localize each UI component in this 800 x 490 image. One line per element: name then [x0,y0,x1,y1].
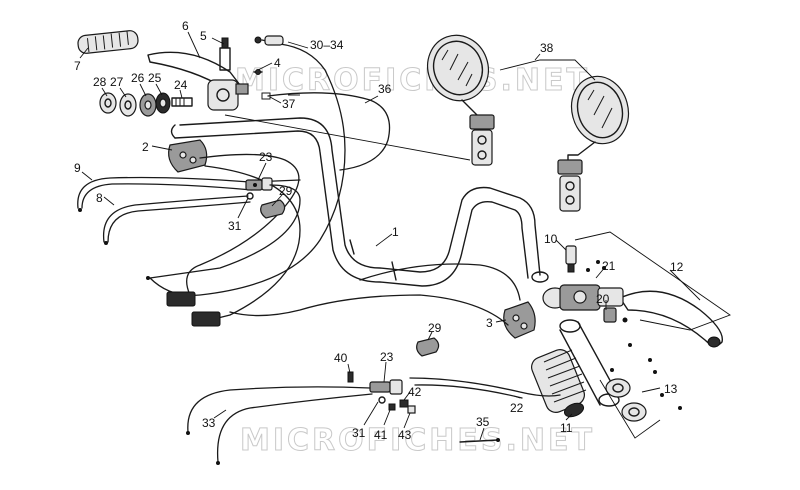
callout-28: 28 [93,75,107,89]
screw-part-40 [347,371,354,383]
brake-lever-part-12 [619,290,724,348]
watermark-bottom: MICROFICHES.NET [240,423,595,458]
mirror-left-part-38 [427,34,495,166]
callout-31-upper: 31 [228,219,242,233]
mirror-leader-lines [499,59,596,81]
dot-markers-13 [610,343,682,410]
callout-42: 42 [408,385,422,399]
cable-part-33 [186,386,373,465]
adjuster-part-25 [155,92,171,114]
adjuster-part-23-upper [245,177,273,191]
nut-part-26 [139,93,157,117]
callout-38: 38 [540,41,554,55]
callout-3: 3 [486,316,493,330]
wiring-connector-left [191,165,301,327]
cable-part-30-34 [149,35,346,297]
watermark-top: MICROFICHES.NET [235,63,590,98]
cable-part-8 [102,195,251,245]
cable-part-9 [77,176,301,212]
callout-29-upper: 29 [279,184,293,198]
cap-part-29-lower [416,337,440,357]
pin-part-35 [459,438,500,443]
callout-33: 33 [202,416,216,430]
callout-24: 24 [174,78,188,92]
callout-20: 20 [596,292,610,306]
callout-31-lower: 31 [352,426,366,440]
callout-2: 2 [142,140,149,154]
cable-part-36 [261,92,391,171]
nut-part-43 [407,405,416,414]
callout-36: 36 [378,82,392,96]
screw-part-10 [565,245,577,273]
cable-part-22 [409,377,561,399]
switch-housing-part-3 [229,263,536,339]
callout-35: 35 [476,415,490,429]
washer-part-27 [119,93,137,117]
washer-part-28 [99,92,117,114]
master-cylinder-part-21 [542,284,624,311]
adjuster-screw-part-24 [171,97,193,107]
callout-22: 22 [510,401,524,415]
cap-part-29-upper [260,199,286,219]
callout-11: 11 [560,421,573,435]
callout-29-lower: 29 [428,321,442,335]
callout-4: 4 [274,56,281,70]
lever-bracket [207,79,249,111]
callout-41: 41 [374,428,388,442]
mirror-right-part-38 [557,75,630,212]
throttle-grip-part-11 [531,349,587,418]
screw-part-31-lower [378,396,386,404]
callout-13: 13 [664,382,678,396]
switch-part-20 [603,307,628,323]
washer-part-13 [605,378,647,422]
callout-9: 9 [74,161,81,175]
callout-10: 10 [544,232,558,246]
callout-21: 21 [602,259,616,273]
callout-7: 7 [74,59,81,73]
callout-23-upper: 23 [259,150,273,164]
callout-40: 40 [334,351,348,365]
callout-6: 6 [182,19,189,33]
handlebar-part-1 [170,117,549,287]
callout-12: 12 [670,260,684,274]
callout-numbers: 7 6 5 30–34 4 28 27 26 25 24 37 36 38 2 … [74,19,684,442]
callout-8: 8 [96,191,103,205]
callout-26: 26 [131,71,145,85]
bracket-outline-12 [574,231,731,331]
mirror-mount-guide [224,114,471,161]
nut-part-41 [388,403,396,411]
callout-27: 27 [110,75,124,89]
callout-37: 37 [282,97,296,111]
callout-25: 25 [148,71,162,85]
screw-part-31-upper [246,192,254,200]
bracket-outline-13 [599,379,661,439]
callout-23-lower: 23 [380,350,394,364]
cable-to-left-lower-end [149,184,301,279]
callout-1: 1 [392,225,399,239]
left-grip-part-7 [77,30,139,54]
adjuster-part-23-lower [369,379,403,395]
callout-43: 43 [398,428,412,442]
callout-5: 5 [200,29,207,43]
callout-30-34: 30–34 [310,38,344,52]
nut-part-42 [399,399,409,408]
callout-leaders [79,31,701,441]
